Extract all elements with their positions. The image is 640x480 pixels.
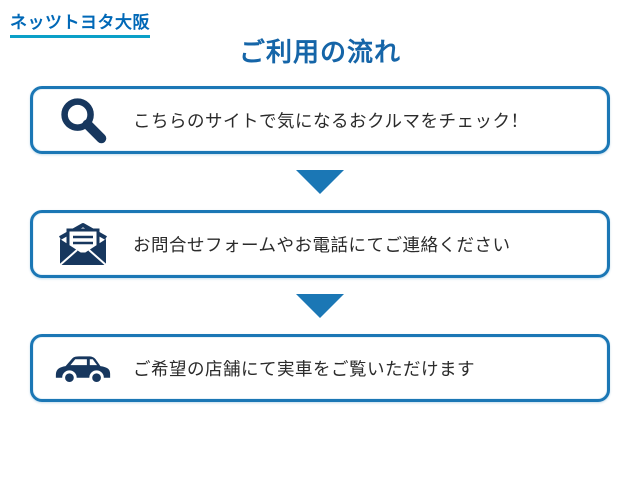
magnifier-icon [51, 94, 115, 146]
dealer-logo-text: ネッツトヨタ大阪 [10, 13, 150, 32]
step-box-contact: お問合せフォームやお電話にてご連絡ください [30, 210, 610, 278]
step-text: こちらのサイトで気になるおクルマをチェック！ [133, 110, 529, 131]
down-arrow-icon [296, 170, 344, 194]
dealer-logo: ネッツトヨタ大阪 [10, 8, 150, 38]
step-box-check-site: こちらのサイトで気になるおクルマをチェック！ [30, 86, 610, 154]
step-box-visit-shop: ご希望の店舗にて実車をご覧いただけます [30, 334, 610, 402]
envelope-icon [51, 218, 115, 270]
car-icon [51, 342, 115, 394]
down-arrow-icon [296, 294, 344, 318]
step-text: ご希望の店舗にて実車をご覧いただけます [133, 358, 475, 379]
step-text: お問合せフォームやお電話にてご連絡ください [133, 234, 511, 255]
page-title: ご利用の流れ [238, 37, 401, 67]
flow-steps: こちらのサイトで気になるおクルマをチェック！ お問合せフォームやお電話にてご連絡… [30, 86, 610, 402]
